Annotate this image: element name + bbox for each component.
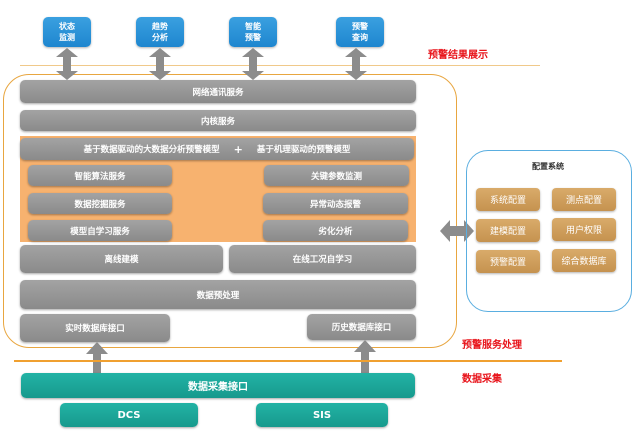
- point-config-button[interactable]: 测点配置: [552, 188, 616, 211]
- collection-section-label: 数据采集: [462, 374, 502, 385]
- dcs-source[interactable]: DCS: [60, 403, 198, 427]
- horizontal-double-arrow-icon: [440, 220, 474, 242]
- modeling-config-button[interactable]: 建模配置: [476, 219, 540, 242]
- abnormal-dynamic-alarm[interactable]: 异常动态报警: [263, 193, 408, 214]
- trend-analysis-box[interactable]: 趋势 分析: [136, 17, 184, 47]
- warning-config-button[interactable]: 预警配置: [476, 250, 540, 273]
- data-mining-service[interactable]: 数据挖掘服务: [28, 193, 172, 214]
- online-learning-bar[interactable]: 在线工况自学习: [229, 245, 416, 273]
- service-layer-outline: [3, 74, 457, 348]
- double-arrow-icon: [149, 48, 171, 80]
- offline-modeling-bar[interactable]: 离线建模: [20, 245, 223, 273]
- system-config-button[interactable]: 系统配置: [476, 188, 540, 211]
- smart-algorithm-service[interactable]: 智能算法服务: [28, 165, 172, 186]
- kernel-service-bar[interactable]: 内核服务: [20, 110, 416, 131]
- plus-sign: +: [233, 142, 243, 156]
- double-arrow-icon: [345, 48, 367, 80]
- degradation-analysis[interactable]: 劣化分析: [263, 220, 408, 241]
- display-section-label: 预警结果展示: [428, 50, 488, 61]
- up-arrow-icon: [86, 342, 108, 374]
- collection-divider-line: [14, 360, 562, 362]
- integrated-database-button[interactable]: 综合数据库: [552, 249, 616, 272]
- realtime-db-interface[interactable]: 实时数据库接口: [20, 314, 170, 342]
- user-permission-button[interactable]: 用户权限: [552, 218, 616, 241]
- up-arrow-icon: [354, 340, 376, 374]
- model-self-learning-service[interactable]: 模型自学习服务: [28, 220, 172, 241]
- key-parameter-monitoring[interactable]: 关键参数监测: [264, 165, 409, 186]
- smart-warning-box[interactable]: 智能 预警: [229, 17, 277, 47]
- double-arrow-icon: [56, 48, 78, 80]
- network-service-bar[interactable]: 网络通讯服务: [20, 80, 416, 103]
- data-collection-interface[interactable]: 数据采集接口: [21, 373, 415, 398]
- config-system-title: 配置系统: [532, 162, 564, 171]
- mechanism-model-label: 基于机理驱动的预警模型: [256, 145, 351, 155]
- config-system-panel: [466, 150, 632, 312]
- status-monitoring-box[interactable]: 状态 监测: [43, 17, 91, 47]
- history-db-interface[interactable]: 历史数据库接口: [307, 314, 416, 340]
- sis-source[interactable]: SIS: [256, 403, 388, 427]
- double-arrow-icon: [242, 48, 264, 80]
- model-header-bar[interactable]: 基于数据驱动的大数据分析预警模型 + 基于机理驱动的预警模型: [20, 138, 414, 160]
- service-section-label: 预警服务处理: [462, 340, 522, 351]
- data-preprocessing-bar[interactable]: 数据预处理: [20, 280, 416, 309]
- data-driven-model-label: 基于数据驱动的大数据分析预警模型: [83, 145, 220, 155]
- warning-query-box[interactable]: 预警 查询: [336, 17, 384, 47]
- display-divider-line: [20, 65, 540, 66]
